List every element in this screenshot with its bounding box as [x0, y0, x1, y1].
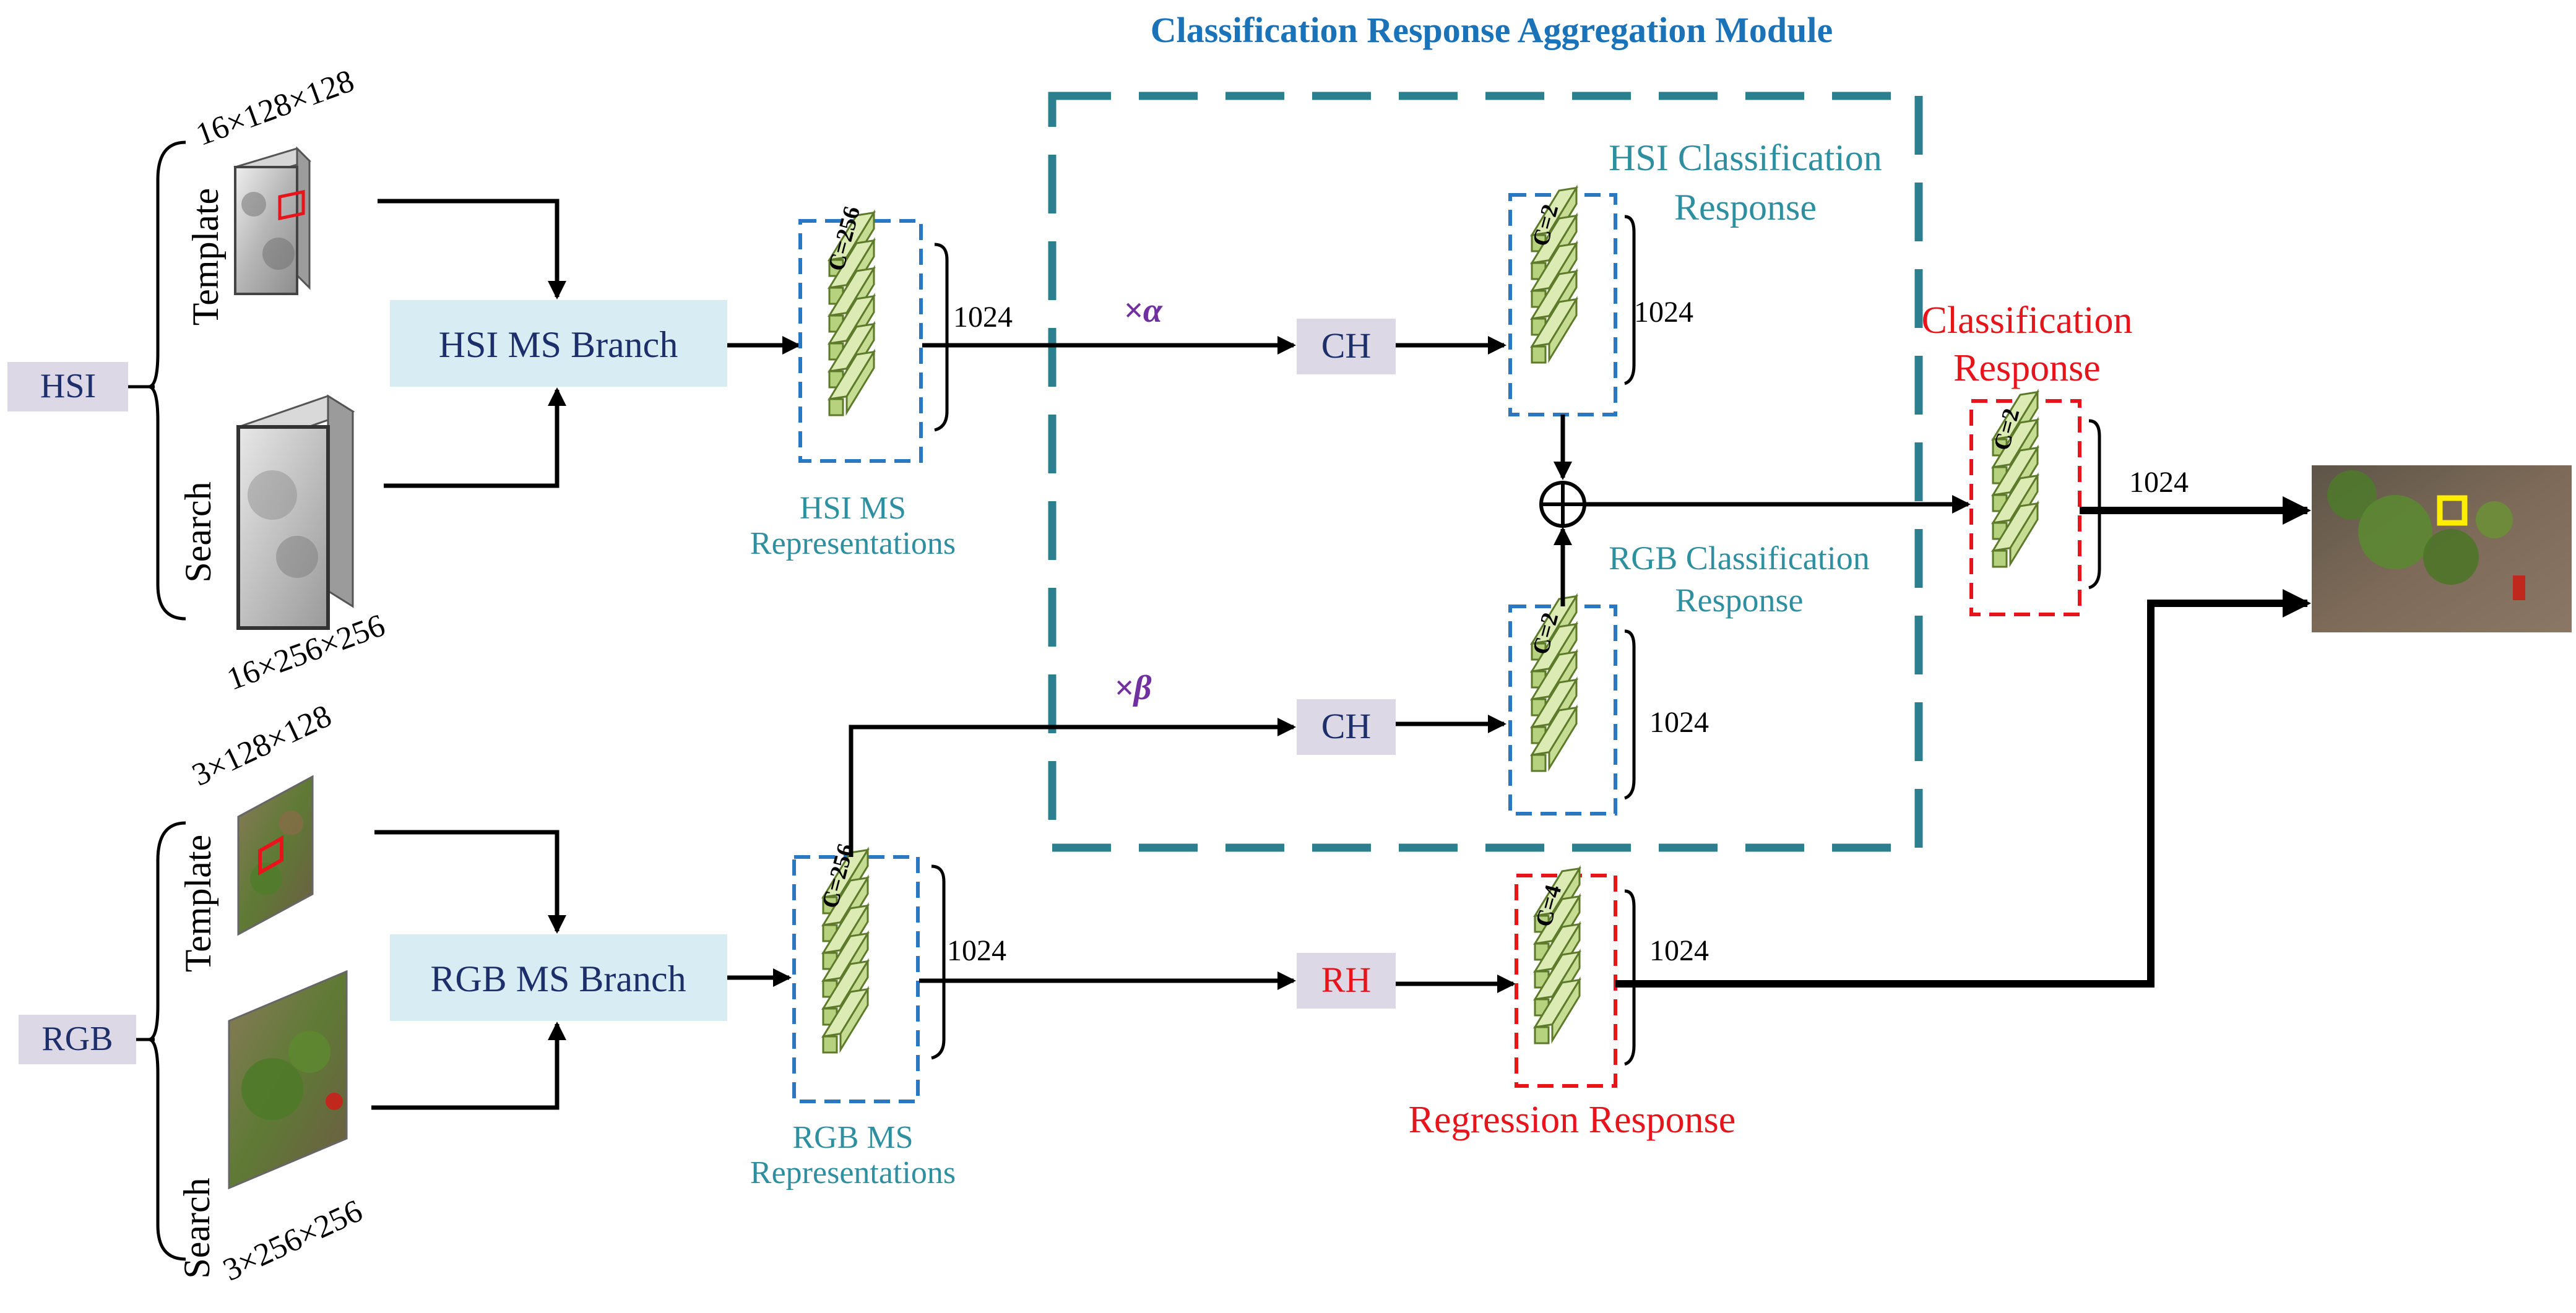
hsi-search-label: Search: [178, 481, 218, 582]
ch-head-hsi-label: CH: [1321, 325, 1372, 366]
beta-weight: ×β: [1114, 669, 1152, 707]
feature-bar: [1530, 296, 1578, 364]
feature-bar: [828, 348, 876, 416]
hsi-template-arrow: [378, 199, 566, 299]
rgb-search-label: Search: [176, 1177, 217, 1278]
ch-head-hsi: CH: [1297, 319, 1396, 374]
feature-bar: [821, 986, 870, 1054]
rgb-search-image: [228, 970, 348, 1190]
rh-head-label: RH: [1321, 960, 1372, 1000]
hsi-tag: [7, 362, 128, 411]
rgb-template-dim: 3×128×128: [187, 698, 337, 793]
rgb-ms-branch-label: RGB MS Branch: [430, 958, 686, 999]
hsi-cls-label-2: Response: [1674, 187, 1817, 228]
circle-plus-icon: [1539, 481, 1586, 528]
hsi-rep-label-2: Representations: [750, 526, 956, 561]
reg-stack: [1533, 865, 1581, 1044]
rh-head: RH: [1297, 953, 1396, 1009]
rgb-tag-label: RGB: [41, 1020, 113, 1058]
rgb-search-arrow: [371, 1022, 566, 1110]
rgb-cls-label-2: Response: [1675, 582, 1804, 619]
rgb-cls-label-1: RGB Classification: [1609, 540, 1869, 577]
hsi-template-image: [233, 146, 311, 295]
reg-label: Regression Response: [1409, 1099, 1736, 1141]
hsi-brace: [148, 140, 186, 621]
rgb-cls-size: 1024: [1649, 706, 1709, 739]
hsi-input-group: HSI Template Search 16×128×128 16×256×25…: [7, 63, 389, 697]
rgb-rep-label-1: RGB MS: [792, 1120, 913, 1155]
hsi-ms-branch: HSI MS Branch: [390, 300, 727, 387]
rgb-cls-stack: [1530, 593, 1578, 772]
rgb-ms-representations: C=256 1024 RGB MS Representations: [750, 841, 1006, 1190]
rgb-tag: [19, 1015, 136, 1064]
feature-bar: [1533, 976, 1581, 1044]
rgb-template-image: [237, 775, 314, 936]
module-border: [1048, 92, 1923, 852]
ch-head-rgb-label: CH: [1321, 706, 1372, 746]
hsi-template-label: Template: [185, 188, 226, 325]
rgb-search-dim: 3×256×256: [218, 1193, 368, 1288]
hsi-cls-label-1: HSI Classification: [1609, 137, 1882, 178]
hsi-template-dim: 16×128×128: [191, 63, 358, 153]
hsi-classification-response: HSI Classification Response C=2 1024: [1508, 137, 1882, 416]
hsi-search-arrow: [384, 387, 566, 488]
rgb-input-group: RGB Template Search 3×128×128 3×256×256: [19, 698, 368, 1288]
cls-label-1: Classification: [1922, 299, 2133, 342]
cls-label-2: Response: [1953, 347, 2101, 389]
rgb-rep-stack: [821, 846, 870, 1054]
rgb-ms-branch: RGB MS Branch: [390, 934, 727, 1021]
rgb-rep-size: 1024: [947, 934, 1006, 967]
hsi-rep-stack: [828, 209, 876, 416]
tracking-result-image: [2312, 465, 2572, 632]
hsi-tag-label: HSI: [40, 367, 96, 405]
hsi-ms-representations: C=256 1024 HSI MS Representations: [750, 204, 1013, 561]
feature-bar: [1530, 704, 1578, 772]
feature-bar: [1991, 500, 2039, 568]
hsi-ms-branch-label: HSI MS Branch: [439, 324, 678, 365]
reg-size: 1024: [1649, 934, 1709, 967]
rgb-brace: [148, 821, 186, 1261]
alpha-weight: ×α: [1123, 291, 1163, 330]
rgb-rep-label-2: Representations: [750, 1155, 956, 1190]
regression-response: C=4 1024 Regression Response: [1409, 865, 1736, 1141]
classification-response: Classification Response C=2 1024: [1922, 299, 2189, 616]
rgb-rep-to-ch-arrow: [849, 718, 1296, 857]
module-title: Classification Response Aggregation Modu…: [1151, 10, 1833, 50]
hsi-rep-label-1: HSI MS: [800, 491, 906, 526]
hsi-cls-stack: [1530, 184, 1578, 364]
hsi-cls-size: 1024: [1634, 296, 1693, 329]
ch-head-rgb: CH: [1297, 699, 1396, 755]
hsi-search-image: [236, 394, 355, 630]
cls-size: 1024: [2129, 466, 2189, 499]
reg-to-output-arrow: [1615, 589, 2311, 988]
rgb-template-arrow: [374, 830, 566, 934]
hsi-rep-size: 1024: [953, 301, 1013, 334]
cls-stack: [1991, 389, 2039, 568]
rgb-template-label: Template: [178, 835, 218, 972]
